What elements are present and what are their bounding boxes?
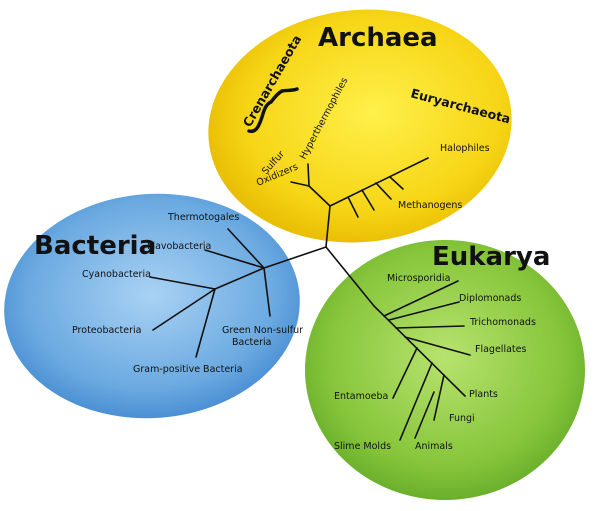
archaea-title: Archaea (318, 23, 438, 53)
methanogens-label: Methanogens (398, 200, 462, 211)
halophiles-label: Halophiles (440, 143, 490, 154)
flavobacteria-label: Flavobacteria (147, 241, 211, 252)
bacteria-branches (149, 228, 271, 358)
fungi-label: Fungi (449, 413, 475, 424)
gram-positive-label: Gram-positive Bacteria (133, 364, 243, 375)
archaea-region (208, 9, 512, 243)
plants-label: Plants (469, 389, 498, 400)
eukarya-title: Eukarya (432, 242, 550, 272)
diplomonads-label: Diplomonads (459, 293, 521, 304)
root-branches (263, 205, 375, 307)
entamoeba-label: Entamoeba (334, 391, 388, 402)
slime-molds-label: Slime Molds (334, 441, 391, 452)
thermotogales-label: Thermotogales (167, 212, 239, 223)
green-nonsulfur-label-1: Green Non-sulfur (222, 325, 303, 336)
archaea-branches (290, 157, 429, 218)
bacteria-title: Bacteria (34, 231, 156, 261)
proteobacteria-label: Proteobacteria (72, 325, 141, 336)
crenarchaeota-brace (247, 87, 299, 134)
microsporidia-label: Microsporidia (387, 273, 450, 284)
trichomonads-label: Trichomonads (469, 317, 536, 328)
cyanobacteria-label: Cyanobacteria (82, 269, 151, 280)
green-nonsulfur-label-2: Bacteria (232, 337, 272, 348)
bacteria-region (4, 193, 300, 419)
eukarya-region (305, 240, 585, 500)
animals-label: Animals (415, 441, 453, 452)
flagellates-label: Flagellates (475, 344, 526, 355)
eukarya-branches (373, 280, 471, 441)
